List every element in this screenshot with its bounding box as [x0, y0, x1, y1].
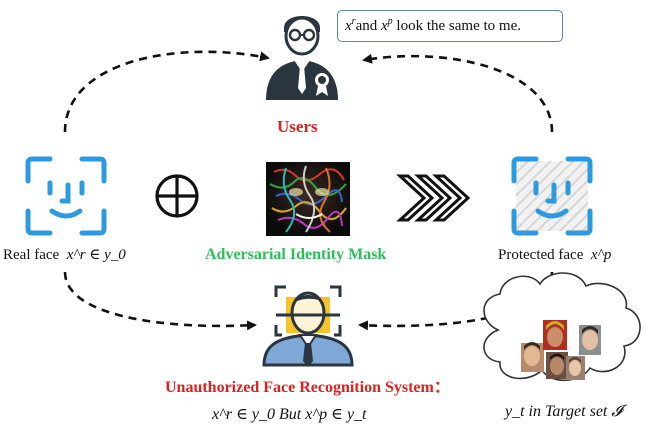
arrow-real-to-users	[63, 50, 270, 133]
target-face-3	[579, 325, 601, 355]
bubble-text-end: look the same to me.	[392, 18, 521, 34]
bubble-sup-a: r	[351, 16, 356, 27]
face-id-icon	[25, 156, 107, 236]
plus-circle-icon	[155, 174, 199, 218]
real-face-text: Real face	[3, 247, 60, 263]
users-label: Users	[277, 117, 318, 136]
target-set-label: y_t in Target set 𝓘	[505, 403, 623, 420]
real-face-label: Real face x^r ∈ y_0	[3, 248, 126, 263]
bubble-var-b: x	[381, 18, 388, 34]
protected-face-icon	[511, 156, 593, 236]
speech-bubble: xrand xp look the same to me.	[337, 10, 563, 42]
target-face-5	[566, 356, 585, 380]
target-face-thumbnails	[521, 320, 601, 380]
protected-face-text: Protected face	[498, 247, 584, 263]
target-face-1	[521, 342, 544, 372]
protected-face-label: Protected face x^p	[498, 248, 611, 263]
target-face-2	[543, 320, 567, 350]
adversarial-mask-label: Adversarial Identity Mask	[205, 246, 387, 263]
protected-face-math: x^p	[590, 247, 612, 263]
bubble-text-mid: and	[355, 18, 381, 34]
chevrons-right-icon	[396, 174, 471, 222]
bubble-var-a: x	[345, 18, 352, 34]
system-condition: x^r ∈ y_0 But x^p ∈ y_t	[212, 406, 367, 423]
arrow-real-to-system	[63, 271, 257, 331]
face-scan-icon	[262, 285, 354, 367]
target-face-4	[546, 352, 568, 379]
system-label: Unauthorized Face Recognition System：	[165, 379, 450, 396]
arrow-protected-to-users	[362, 53, 554, 133]
adversarial-mask-image	[266, 162, 350, 236]
bubble-sup-b: p	[387, 16, 393, 27]
user-icon	[266, 16, 338, 100]
real-face-math: x^r ∈ y_0	[66, 247, 126, 263]
